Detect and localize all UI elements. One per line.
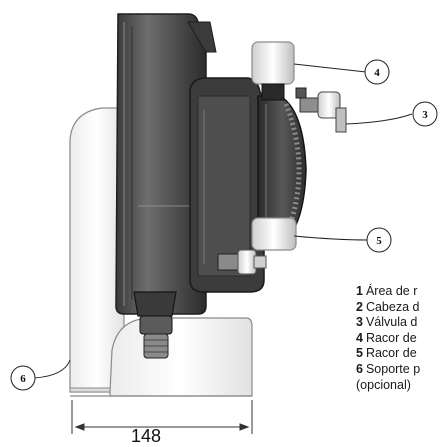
callout-3: 3 bbox=[412, 101, 438, 127]
callout-6: 6 bbox=[10, 365, 36, 391]
legend-text: Racor de bbox=[365, 346, 417, 361]
legend-number: 1 bbox=[356, 284, 363, 298]
dimension-label: 148 bbox=[131, 426, 162, 446]
legend-text: Cabeza d bbox=[365, 299, 420, 314]
legend-trailing: (opcional) bbox=[356, 377, 411, 392]
legend-text: Área de r bbox=[365, 284, 418, 298]
svg-text:3: 3 bbox=[422, 109, 428, 121]
dimension-line bbox=[71, 400, 253, 434]
callout-4: 4 bbox=[364, 59, 390, 85]
legend-number: 4 bbox=[356, 330, 363, 345]
legend-text: Racor de bbox=[365, 330, 417, 345]
lower-fitting bbox=[251, 217, 297, 251]
pump-body bbox=[115, 13, 217, 315]
upper-fitting bbox=[251, 41, 295, 101]
legend-number: 6 bbox=[356, 361, 363, 376]
svg-text:4: 4 bbox=[374, 67, 380, 79]
leader-lines bbox=[33, 63, 413, 379]
callout-5: 5 bbox=[366, 227, 392, 253]
svg-text:6: 6 bbox=[20, 373, 26, 385]
legend-number: 5 bbox=[356, 346, 363, 361]
legend-number: 2 bbox=[356, 299, 363, 314]
front-housing bbox=[189, 77, 265, 293]
valve bbox=[295, 87, 347, 133]
svg-text:5: 5 bbox=[376, 235, 382, 247]
side-connector bbox=[217, 249, 267, 275]
bottom-foot bbox=[133, 291, 177, 359]
legend-text: Válvula d bbox=[365, 315, 418, 330]
pump-head bbox=[257, 95, 307, 245]
legend-number: 3 bbox=[356, 315, 363, 330]
legend-text: Soporte p bbox=[365, 361, 421, 376]
